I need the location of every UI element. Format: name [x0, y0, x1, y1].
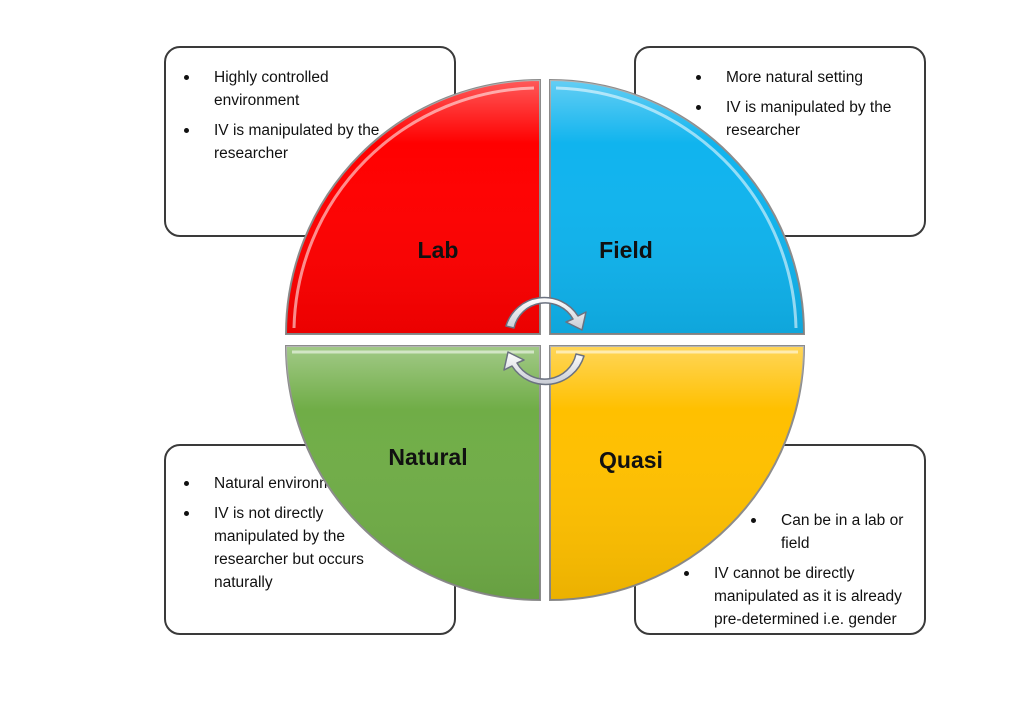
natural-bullet-1: Natural environment — [184, 472, 389, 495]
quasi-bullet-list-1: Can be in a lab or field — [751, 509, 921, 562]
natural-label: Natural — [388, 444, 467, 470]
lab-label: Lab — [418, 237, 459, 263]
lab-bullet-1: Highly controlled environment — [184, 66, 394, 112]
quasi-quadrant — [549, 345, 806, 602]
field-label: Field — [599, 237, 653, 263]
field-bullet-1: More natural setting — [696, 66, 916, 89]
quasi-bullet-1: Can be in a lab or field — [751, 509, 921, 555]
field-bullet-list: More natural setting IV is manipulated b… — [696, 66, 916, 149]
lab-bullet-list: Highly controlled environment IV is mani… — [184, 66, 394, 172]
natural-bullet-2: IV is not directly manipulated by the re… — [184, 502, 389, 594]
lab-bullet-2: IV is manipulated by the researcher — [184, 119, 394, 165]
natural-quadrant — [284, 345, 541, 602]
field-bullet-2: IV is manipulated by the researcher — [696, 96, 916, 142]
quasi-bullet-list-2: IV cannot be directly manipulated as it … — [684, 562, 924, 638]
field-quadrant — [549, 78, 806, 335]
natural-bullet-list: Natural environment IV is not directly m… — [184, 472, 389, 601]
quasi-label: Quasi — [599, 447, 663, 473]
cycle-arrows-icon — [503, 296, 587, 386]
quasi-bullet-2: IV cannot be directly manipulated as it … — [684, 562, 924, 631]
lab-quadrant — [284, 78, 541, 335]
quasi-description-box: Can be in a lab or field IV cannot be di… — [634, 444, 926, 635]
